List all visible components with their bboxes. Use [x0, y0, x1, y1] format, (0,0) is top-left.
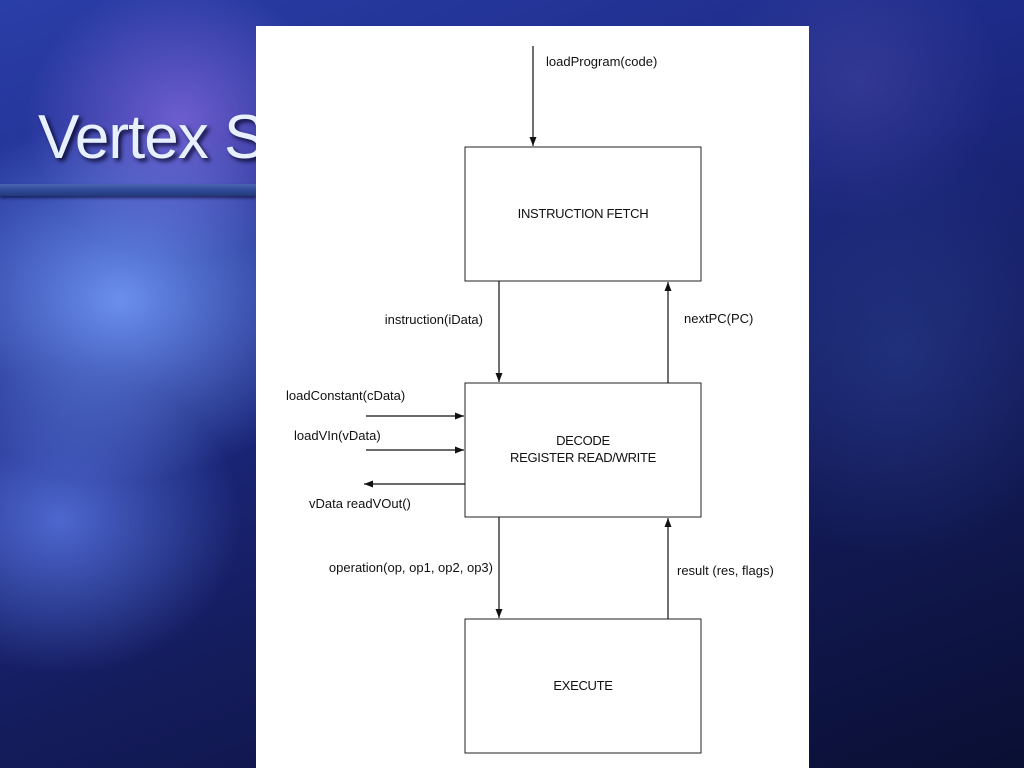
- result-label: result (res, flags): [677, 563, 774, 578]
- instruction-fetch-box: [464, 146, 702, 282]
- register-read-write-label: REGISTER READ/WRITE: [510, 450, 657, 465]
- slide-title: Vertex S: [38, 103, 265, 172]
- decode-box: [464, 382, 702, 518]
- execute-label: EXECUTE: [553, 678, 613, 693]
- execute-box: [464, 618, 702, 754]
- diagram-panel: INSTRUCTION FETCH DECODE REGISTER READ/W…: [256, 26, 809, 768]
- title-divider: [0, 184, 256, 196]
- operation-label: operation(op, op1, op2, op3): [329, 560, 493, 575]
- decode-label: DECODE: [556, 433, 610, 448]
- next-pc-label: nextPC(PC): [684, 311, 753, 326]
- instruction-label: instruction(iData): [385, 312, 483, 327]
- load-program-label: loadProgram(code): [546, 54, 657, 69]
- pipeline-diagram: INSTRUCTION FETCH DECODE REGISTER READ/W…: [286, 46, 774, 754]
- read-vout-label: vData readVOut(): [309, 496, 411, 511]
- load-vin-label: loadVIn(vData): [294, 428, 381, 443]
- load-constant-label: loadConstant(cData): [286, 388, 405, 403]
- instruction-fetch-label: INSTRUCTION FETCH: [518, 206, 649, 221]
